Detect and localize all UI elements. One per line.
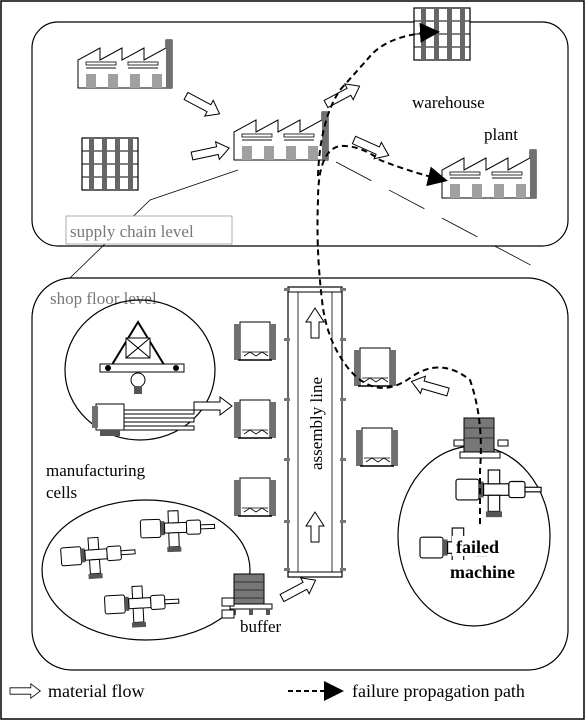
failure-propagation-path [316, 22, 482, 524]
shop-floor-panel [31, 277, 569, 671]
machining-cell [41, 499, 251, 641]
legend-failure-path-label: failure propagation path [352, 681, 525, 701]
assembly-line-label: assembly line [307, 377, 326, 470]
warehouse-label: warehouse [412, 93, 485, 112]
legend: material flow failure propagation path [9, 681, 525, 701]
failed-machine-label: failed machine [448, 536, 526, 582]
assembly-line [284, 286, 346, 578]
buffer-label: buffer [240, 617, 282, 636]
svg-text:supply chain level: supply chain level [70, 222, 194, 241]
failed-machine-cell [397, 417, 551, 627]
buffer-icon [221, 573, 273, 619]
robot-cell [64, 299, 216, 441]
supplier-warehouse-icon [81, 137, 139, 191]
svg-text:failed: failed [456, 537, 499, 557]
svg-text:machine: machine [450, 562, 515, 582]
workstation-icon [233, 477, 277, 517]
workstation-icon [233, 321, 277, 361]
manufacturing-cells-label: manufacturing [46, 461, 146, 480]
manufacturing-cells-label-2: cells [46, 483, 77, 502]
supply-chain-level-label: supply chain level [65, 215, 233, 245]
workstation-icon [355, 427, 399, 467]
workstation-icon [233, 399, 277, 439]
shop-floor-level-label: shop floor level [50, 289, 157, 308]
plant-label: plant [484, 125, 518, 144]
legend-material-flow-label: material flow [48, 681, 144, 701]
